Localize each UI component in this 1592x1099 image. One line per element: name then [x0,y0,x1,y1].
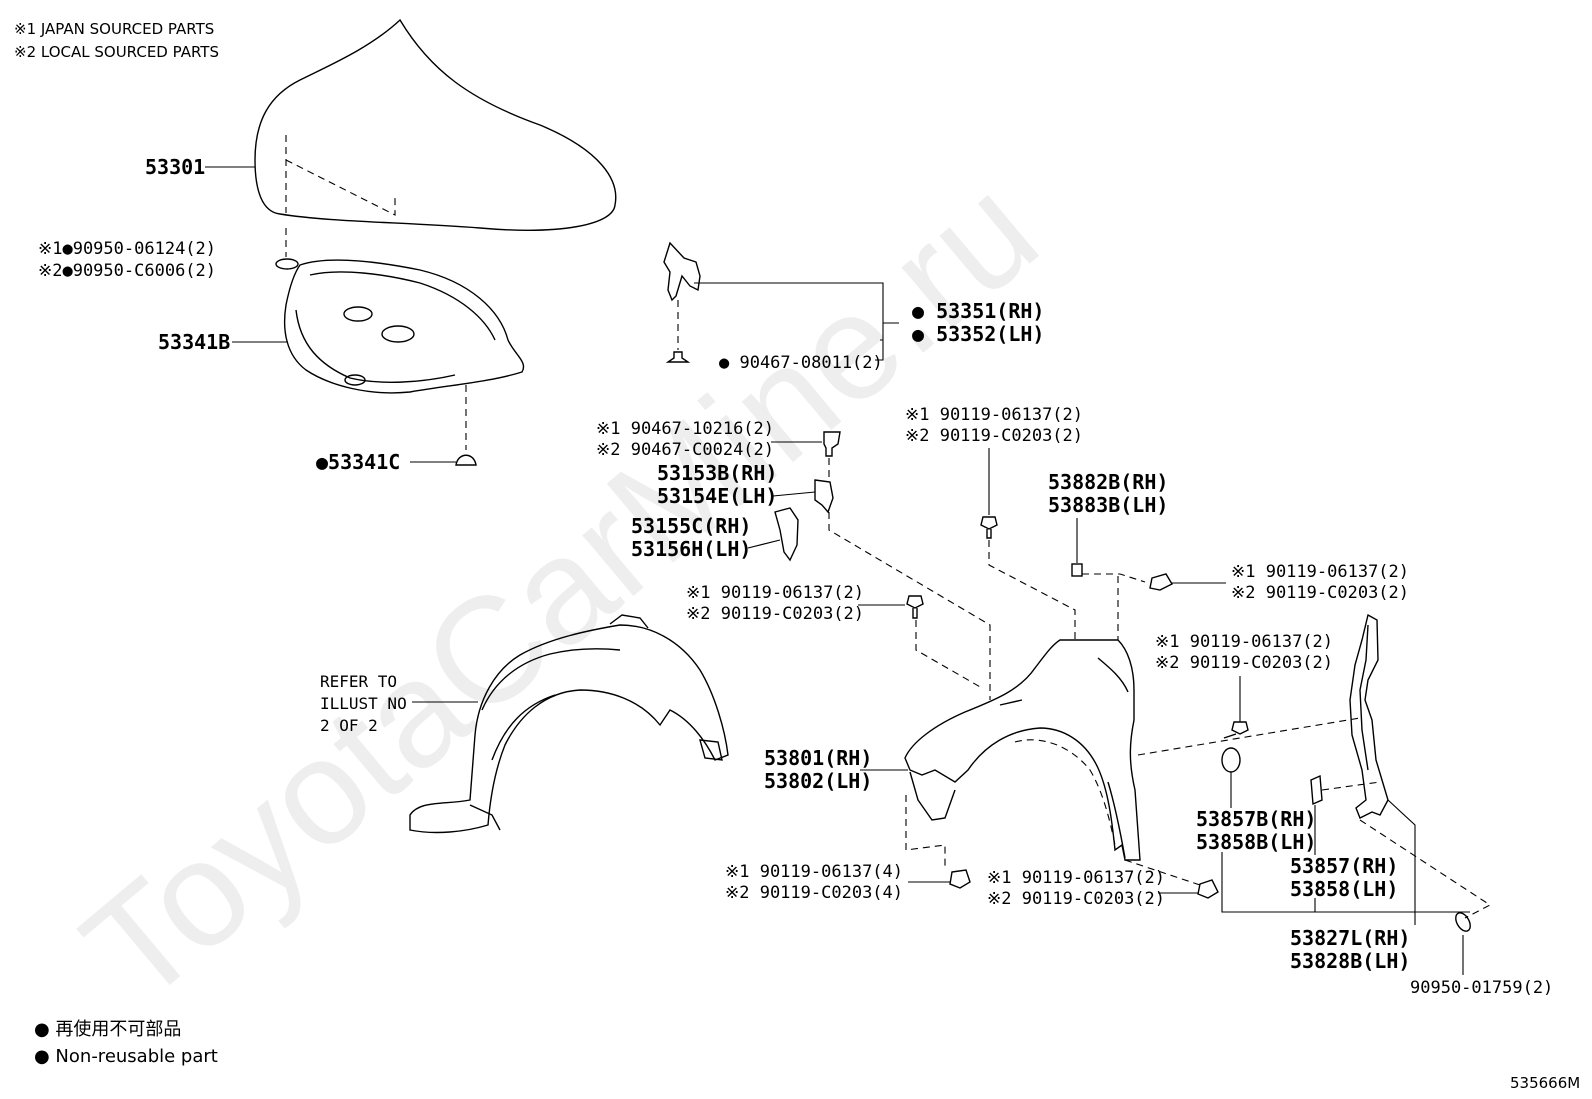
note-local-sourced: ※2 LOCAL SOURCED PARTS [14,43,219,61]
legend-en: ● Non-reusable part [34,1046,218,1067]
label-boltG-jp: ※1 90119-06137(2) [987,868,1165,888]
label-boltB-local: ※2 90119-C0203(2) [905,426,1083,446]
label-rivet-90467: ● 90467-08011(2) [719,353,883,373]
label-clipA-jp: ※1 90467-10216(2) [596,419,774,439]
label-boltE-local: ※2 90119-C0203(2) [1155,653,1333,673]
bolt-g-icon [1197,879,1219,899]
label-53341C: ●53341C [316,450,400,474]
label-53857B: 53857B(RH) [1196,807,1316,831]
insulator-clip-icon [455,454,477,466]
label-boltB-jp: ※1 90119-06137(2) [905,405,1083,425]
label-53802: 53802(LH) [764,769,872,793]
side-panel-clip-icon [1455,912,1471,932]
label-53858: 53858(LH) [1290,877,1398,901]
fender-cap-icon [1221,747,1241,773]
legend-jp: ● 再使用不可部品 [34,1019,181,1040]
label-refer-3: 2 OF 2 [320,716,378,735]
label-clip-90950: 90950-01759(2) [1410,978,1553,998]
fender-liner-drawing [409,614,729,834]
label-53882B: 53882B(RH) [1048,470,1168,494]
fender-seal-icon [1310,774,1323,806]
front-fender-drawing [904,639,1141,861]
note-japan-sourced: ※1 JAPAN SOURCED PARTS [14,20,214,38]
label-53857: 53857(RH) [1290,854,1398,878]
bolt-c-icon [906,595,924,619]
label-boltC-jp: ※1 90119-06137(2) [686,583,864,603]
label-53883B: 53883B(LH) [1048,493,1168,517]
label-boltG-local: ※2 90119-C0203(2) [987,889,1165,909]
label-53827L: 53827L(RH) [1290,926,1410,950]
label-53156H: 53156H(LH) [631,537,751,561]
label-clipA-local: ※2 90467-C0024(2) [596,440,774,460]
hood-insulator-drawing [283,259,525,394]
bolt-e-icon [1223,721,1249,739]
label-boltD-local: ※2 90119-C0203(2) [1231,583,1409,603]
diagram-id: 535666M [1510,1074,1580,1092]
bolt-f-icon [949,869,971,889]
hood-stay-bracket-drawing [663,241,701,302]
label-boltF-local: ※2 90119-C0203(4) [725,883,903,903]
label-hood-clip-local: ※2●90950-C6006(2) [38,261,216,281]
label-53153B: 53153B(RH) [657,461,777,485]
bolt-b-icon [980,516,998,539]
label-boltF-jp: ※1 90119-06137(4) [725,862,903,882]
label-refer-1: REFER TO [320,672,397,691]
push-clip-icon [823,431,841,457]
label-53154E: 53154E(LH) [657,484,777,508]
hood-panel-drawing [254,18,617,231]
label-53801: 53801(RH) [764,746,872,770]
fender-bracket-small-icon [814,479,834,514]
fender-bracket-large-icon [774,507,799,562]
hood-clip-icon [275,258,299,270]
label-boltC-local: ※2 90119-C0203(2) [686,604,864,624]
rivet-icon [665,351,691,363]
label-boltD-jp: ※1 90119-06137(2) [1231,562,1409,582]
label-hood-clip-jp: ※1●90950-06124(2) [38,239,216,259]
label-53828B: 53828B(LH) [1290,949,1410,973]
label-53301: 53301 [145,155,205,179]
label-refer-2: ILLUST NO [320,694,407,713]
fender-side-panel-drawing [1349,613,1389,819]
label-53858B: 53858B(LH) [1196,830,1316,854]
label-53155C: 53155C(RH) [631,514,751,538]
label-boltE-jp: ※1 90119-06137(2) [1155,632,1333,652]
fender-nut-clip-icon [1071,563,1083,577]
label-53341B: 53341B [158,330,230,354]
label-53351: ● 53351(RH) [912,299,1044,323]
bolt-d-icon [1149,573,1173,591]
label-53352: ● 53352(LH) [912,322,1044,346]
